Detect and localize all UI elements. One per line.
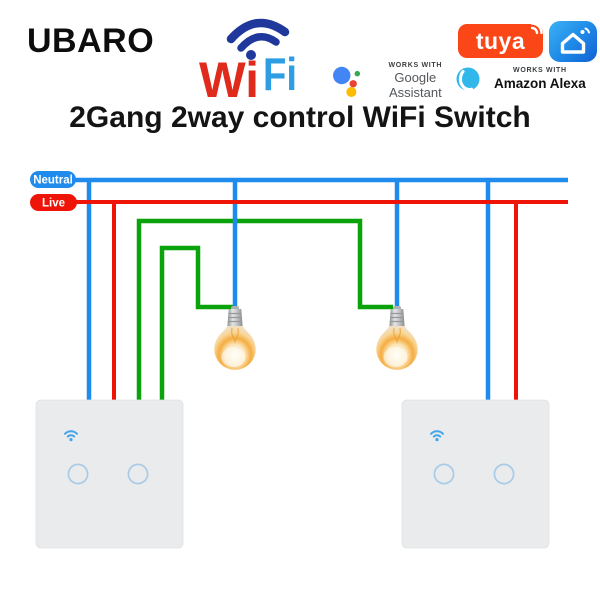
wifi-logo-wi-text: Wi — [199, 52, 259, 104]
google-assistant-icon — [333, 66, 361, 98]
brand-logo: UBARO — [27, 22, 155, 60]
alexa-works-with-label: WORKS WITH — [513, 66, 567, 74]
wifi-logo-fi-text: Fi — [263, 48, 297, 100]
wifi-logo: Wi Fi — [196, 12, 316, 108]
wifi-logo-graphic: Wi Fi — [199, 18, 297, 108]
live-label: Live — [42, 198, 65, 210]
live-pill-background — [30, 194, 77, 211]
light-bulb-2 — [375, 305, 419, 371]
amazon-alexa-icon — [456, 67, 480, 92]
works-with-google-assistant-badge: WORKS WITH Google Assistant — [328, 60, 460, 102]
traveler-wire-switch1-to-lamp1 — [159, 245, 233, 402]
touch-switch-panel-right — [401, 399, 550, 549]
works-with-amazon-alexa-badge: WORKS WITH Amazon Alexa — [452, 58, 592, 100]
live-label-pill: Live — [30, 194, 77, 211]
tuya-logo-text: tuya — [475, 28, 526, 54]
tuya-signal-icon — [530, 22, 543, 35]
neutral-label: Neutral — [33, 175, 73, 187]
smart-home-house-icon — [560, 27, 590, 54]
wifi-signal-arcs-icon — [226, 18, 290, 60]
product-title: 2Gang 2way control WiFi Switch — [69, 101, 531, 134]
smart-life-app-icon — [549, 21, 597, 62]
google-assistant-label: Google Assistant — [388, 69, 442, 100]
neutral-label-pill: Neutral — [30, 171, 76, 188]
touch-switch-panel-left — [35, 399, 184, 549]
light-bulb-1 — [213, 305, 257, 371]
amazon-alexa-label: Amazon Alexa — [494, 75, 586, 91]
neutral-pill-background — [30, 171, 76, 188]
traveler-wire-switch1-to-lamp2 — [136, 218, 393, 402]
tuya-logo: tuya — [458, 22, 543, 58]
google-works-with-label: WORKS WITH — [388, 61, 443, 69]
